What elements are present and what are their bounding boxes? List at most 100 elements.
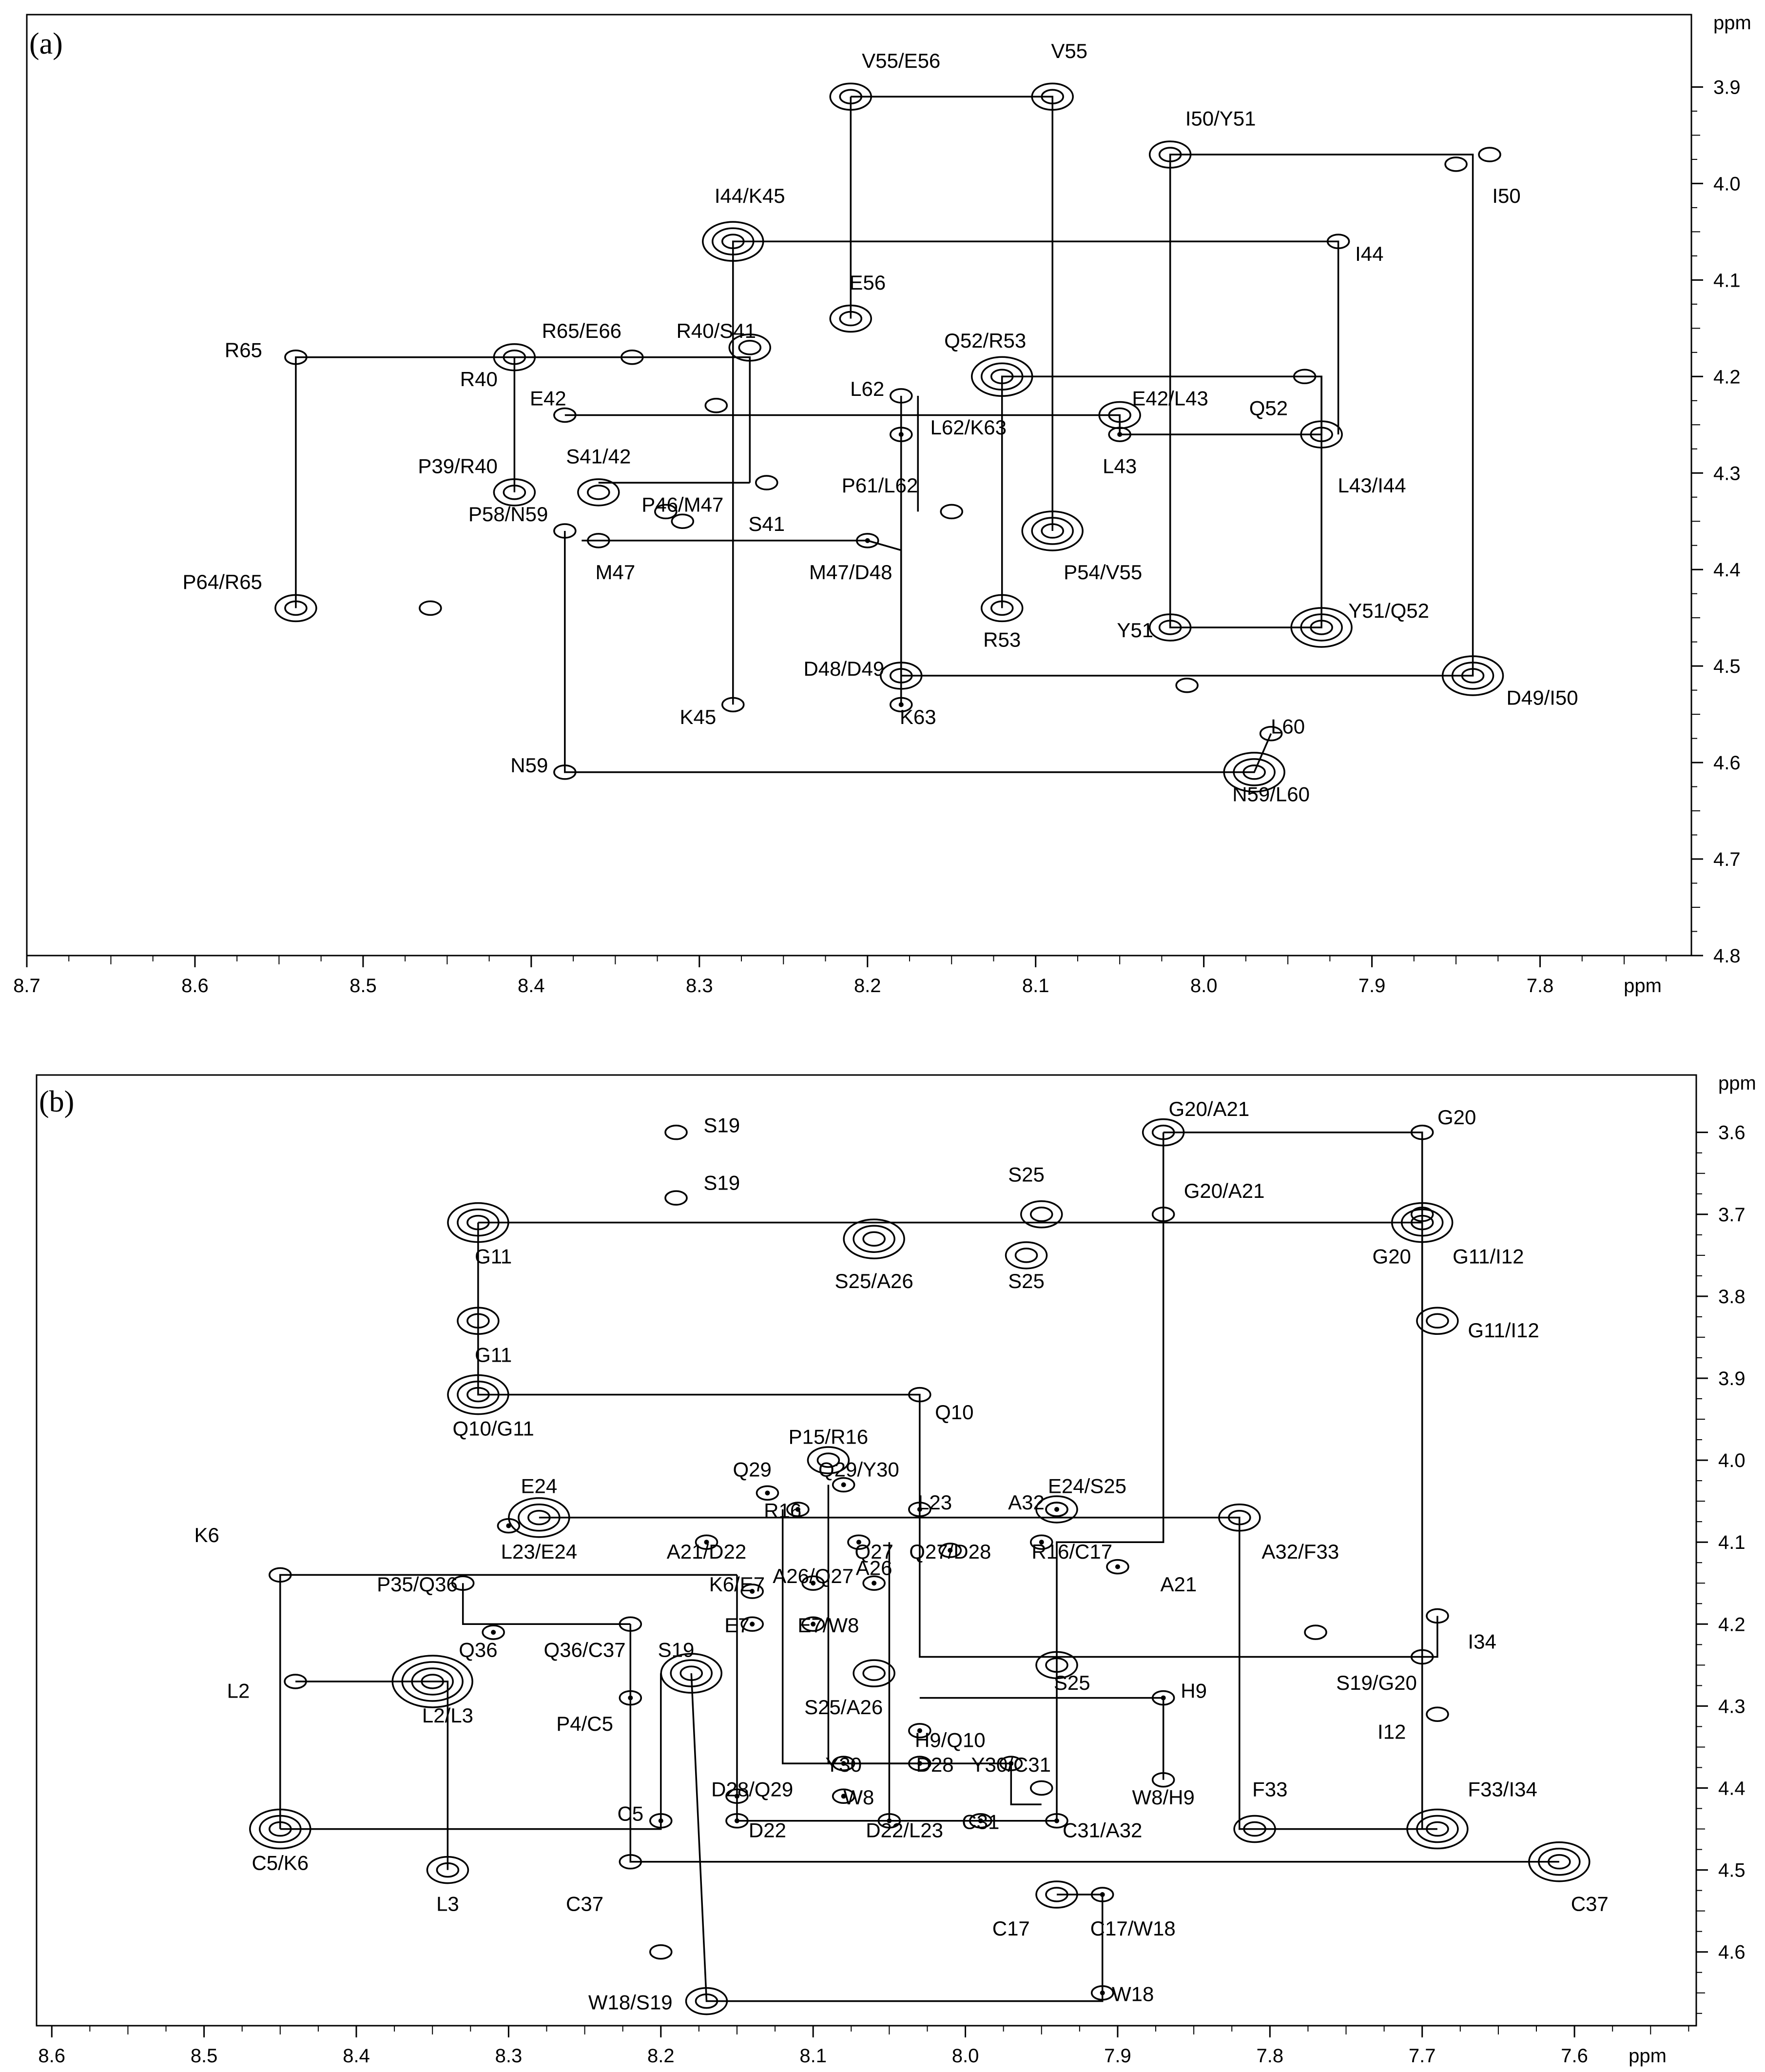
contour-ring bbox=[702, 221, 764, 262]
contour-ring bbox=[1090, 1887, 1114, 1902]
peak-label: G20/A21 bbox=[1184, 1179, 1265, 1202]
contour-ring bbox=[518, 1504, 561, 1532]
sequential-walk-line bbox=[295, 356, 516, 608]
contour-ring bbox=[832, 1788, 855, 1804]
contour-ring bbox=[1158, 620, 1182, 635]
peak-label: C37 bbox=[566, 1893, 603, 1916]
crosspeak bbox=[553, 407, 577, 423]
peak-label: W8 bbox=[843, 1786, 874, 1809]
crosspeak bbox=[807, 1446, 850, 1474]
peak-label: G11 bbox=[475, 1343, 512, 1366]
contour-ring bbox=[670, 1659, 713, 1687]
peak-label: D49/I50 bbox=[1507, 686, 1578, 709]
peak-label: P35/Q36 bbox=[377, 1573, 458, 1596]
crosspeak bbox=[619, 1690, 642, 1706]
sequential-walk-line bbox=[462, 1583, 631, 1625]
y-tick-label: 3.9 bbox=[1718, 1368, 1746, 1389]
crosspeak bbox=[1300, 420, 1343, 449]
contour-ring bbox=[660, 1653, 723, 1694]
y-tick-label: 4.6 bbox=[1718, 1942, 1746, 1963]
crosspeak bbox=[725, 1813, 749, 1829]
contour-point bbox=[898, 432, 904, 437]
crosspeak bbox=[284, 349, 308, 365]
contour-ring bbox=[679, 1665, 703, 1681]
contour-ring bbox=[451, 1575, 475, 1591]
peak-label: S19 bbox=[658, 1639, 695, 1662]
contour-ring bbox=[862, 1231, 886, 1247]
crosspeak bbox=[1290, 607, 1353, 648]
contour-ring bbox=[712, 227, 755, 255]
contour-ring bbox=[1538, 1848, 1581, 1876]
contour-ring bbox=[970, 356, 1033, 397]
peak-label: R65 bbox=[225, 339, 262, 362]
contour-ring bbox=[1310, 427, 1333, 442]
crosspeak bbox=[664, 1190, 688, 1206]
peak-label: P58/N59 bbox=[468, 503, 548, 526]
crosspeak bbox=[1528, 1841, 1590, 1882]
contour-point bbox=[872, 1581, 877, 1586]
peak-label: S25/A26 bbox=[835, 1270, 913, 1292]
peak-label: E42/L43 bbox=[1132, 387, 1208, 410]
contour-ring bbox=[1259, 725, 1283, 742]
contour-ring bbox=[619, 1690, 642, 1706]
contour-ring bbox=[1045, 1502, 1068, 1517]
x-tick-label: 8.6 bbox=[181, 975, 209, 997]
contour-ring bbox=[908, 1756, 931, 1771]
crosspeak bbox=[1005, 1241, 1048, 1270]
contour-ring bbox=[980, 362, 1024, 391]
contour-ring bbox=[649, 1944, 673, 1960]
contour-point bbox=[1115, 1564, 1120, 1569]
sequential-walk-line bbox=[1010, 1763, 1042, 1805]
contour-ring bbox=[1441, 655, 1504, 696]
crosspeak bbox=[1035, 1651, 1078, 1680]
contour-ring bbox=[1035, 1495, 1078, 1524]
crosspeak bbox=[832, 1477, 855, 1493]
peak-label: L2/L3 bbox=[422, 1704, 473, 1727]
unassigned-crosspeak bbox=[1304, 1624, 1327, 1640]
contour-ring bbox=[877, 1813, 901, 1829]
crosspeak bbox=[1426, 1706, 1449, 1722]
sequential-walk-line bbox=[280, 1673, 662, 1830]
contour-ring bbox=[740, 1616, 764, 1632]
crosspeak bbox=[482, 1624, 505, 1640]
contour-ring bbox=[738, 340, 762, 355]
x-tick-label: 8.4 bbox=[343, 2045, 370, 2067]
crosspeak bbox=[1151, 1690, 1175, 1706]
peak-label: L62/K63 bbox=[930, 416, 1006, 439]
crosspeak bbox=[497, 1518, 521, 1534]
contour-ring bbox=[1400, 1208, 1444, 1237]
crosspeak bbox=[1090, 1887, 1114, 1902]
crosspeak bbox=[999, 1756, 1023, 1771]
unassigned-crosspeak bbox=[419, 600, 442, 616]
contour-ring bbox=[889, 668, 913, 684]
contour-point bbox=[898, 702, 904, 707]
contour-ring bbox=[269, 1821, 292, 1837]
crosspeak bbox=[1441, 655, 1504, 696]
crosspeak bbox=[801, 1575, 825, 1591]
peak-label: S25 bbox=[1054, 1671, 1090, 1694]
peak-label: K45 bbox=[680, 705, 717, 728]
peak-label: Q36 bbox=[459, 1639, 497, 1662]
contour-ring bbox=[553, 764, 577, 780]
contour-ring bbox=[269, 1567, 292, 1583]
y-tick-label: 4.7 bbox=[1713, 849, 1741, 870]
contour-ring bbox=[1031, 82, 1074, 111]
crosspeak bbox=[1410, 1207, 1434, 1222]
contour-ring bbox=[447, 1202, 509, 1243]
crosspeak bbox=[1148, 140, 1192, 169]
contour-ring bbox=[1045, 1657, 1068, 1673]
contour-ring bbox=[466, 1313, 490, 1329]
contour-ring bbox=[466, 1214, 490, 1231]
y-tick-label: 4.5 bbox=[1718, 1860, 1746, 1881]
x-axis-unit: ppm bbox=[1624, 975, 1662, 997]
contour-ring bbox=[1410, 1649, 1434, 1665]
contour-point bbox=[506, 1523, 511, 1528]
spectrum-data bbox=[249, 1118, 1590, 2015]
contour-ring bbox=[391, 1655, 473, 1708]
contour-ring bbox=[259, 1815, 302, 1843]
contour-ring bbox=[482, 1624, 505, 1640]
sequential-walk-line bbox=[732, 240, 1339, 705]
contour-ring bbox=[1444, 156, 1468, 172]
